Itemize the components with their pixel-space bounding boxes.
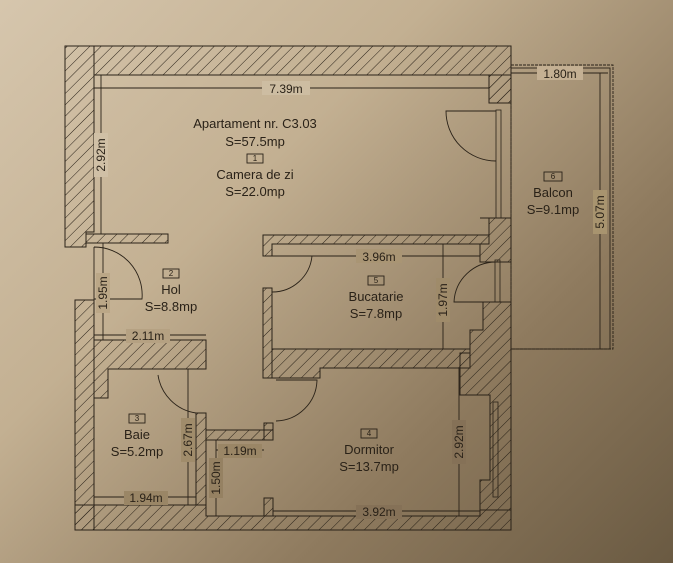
wall-living-bottom-left (85, 233, 169, 244)
door-hall-entry (93, 246, 143, 300)
room-name: Dormitor (344, 442, 395, 457)
dim-hall-width: 2.11m (132, 329, 164, 343)
room-number: 3 (135, 414, 140, 423)
room-name: Bucatarie (349, 289, 404, 304)
wall-kitchen-right-lower (459, 301, 512, 511)
dim-living-width: 7.39m (269, 82, 302, 96)
door-kitchen-balcony (453, 261, 497, 303)
room-labels: Apartament nr. C3.03 S=57.5mp 1 Camera d… (111, 116, 579, 474)
dim-bedroom-height: 2.92m (452, 425, 466, 458)
wall-left-upper (64, 45, 95, 248)
dim-hall-height: 1.95m (96, 276, 110, 309)
room-name: Baie (124, 427, 150, 442)
wall-closet-right-lower (263, 497, 274, 517)
door-bedroom (275, 379, 318, 422)
room-name: Hol (161, 282, 181, 297)
apartment-total-area: S=57.5mp (225, 134, 285, 149)
door-kitchen (271, 255, 313, 293)
wall-kitchen-left (262, 287, 273, 379)
wall-closet-right (263, 422, 274, 441)
room-name: Balcon (533, 185, 573, 200)
room-number: 5 (374, 276, 379, 285)
room-balcony: 6 Balcon S=9.1mp (527, 171, 579, 217)
room-number: 2 (169, 269, 174, 278)
wall-right-living (488, 74, 512, 104)
wall-hall-bottom (93, 339, 207, 399)
wall-left-lower (74, 299, 95, 531)
room-number: 4 (367, 429, 372, 438)
room-area: S=22.0mp (225, 184, 285, 199)
dim-kitchen-height: 1.97m (436, 283, 450, 316)
room-area: S=13.7mp (339, 459, 399, 474)
dim-living-height: 2.92m (94, 138, 108, 171)
dim-balcony-height: 5.07m (593, 195, 607, 228)
dim-bath-height: 2.67m (181, 423, 195, 456)
room-area: S=9.1mp (527, 202, 579, 217)
dim-kitchen-width: 3.96m (362, 250, 395, 264)
room-name: Camera de zi (216, 167, 293, 182)
door-bath (157, 374, 197, 414)
room-bath: 3 Baie S=5.2mp (111, 413, 163, 459)
wall-kitchen-bottom (271, 348, 471, 379)
dimension-labels: 7.39m 2.92m 1.80m 5.07m 1.95m 2.11m 3.96… (94, 66, 607, 519)
wall-closet-top (205, 429, 274, 441)
apartment-title: Apartament nr. C3.03 (193, 116, 317, 131)
wall-bath-right (195, 412, 207, 506)
room-number: 1 (253, 154, 258, 163)
dim-closet-width: 1.19m (223, 444, 256, 458)
room-area: S=7.8mp (350, 306, 402, 321)
wall-bottom (74, 504, 512, 531)
window-bedroom (492, 401, 499, 498)
doors (93, 110, 497, 422)
door-living-balcony (445, 110, 497, 162)
dim-closet-height: 1.50m (209, 461, 223, 494)
windows (492, 109, 502, 498)
room-number: 6 (551, 172, 556, 181)
window-kitchen (494, 259, 501, 303)
room-living: 1 Camera de zi S=22.0mp (216, 153, 294, 199)
room-hall: 2 Hol S=8.8mp (145, 268, 197, 314)
room-area: S=5.2mp (111, 444, 163, 459)
dim-bedroom-width: 3.92m (362, 505, 395, 519)
window-living (495, 109, 502, 219)
room-kitchen: 5 Bucatarie S=7.8mp (349, 275, 404, 321)
room-bedroom: 4 Dormitor S=13.7mp (339, 428, 399, 474)
room-area: S=8.8mp (145, 299, 197, 314)
dim-balcony-width: 1.80m (543, 67, 576, 81)
dim-bath-width: 1.94m (129, 491, 162, 505)
